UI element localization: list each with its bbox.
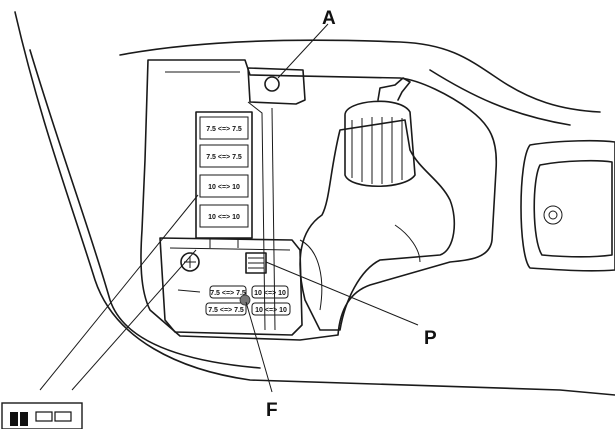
body-contour [14,11,615,396]
fuse-label: 10 <=> 10 [208,214,240,221]
callout-p: P [424,328,437,349]
corner-badge [1,402,83,429]
fuse-cover: 7.5 <=> 7.5 10 <=> 10 7.5 <=> 7.5 10 <=>… [159,237,303,336]
fuse-label: 7.5 <=> 7.5 [208,307,244,314]
fuse-label: 7.5 <=> 7.5 [206,126,242,133]
fuse-label: 7.5 <=> 7.5 [206,154,242,161]
reservoir [299,77,456,331]
callout-f: F [266,400,278,421]
fuse-label: 10 <=> 10 [255,307,287,314]
compartment [140,59,498,341]
fuse-column: 7.5 <=> 7.5 7.5 <=> 7.5 10 <=> 10 10 <=>… [195,111,253,248]
fuse-label: 10 <=> 10 [254,290,286,297]
fuse-label: 10 <=> 10 [208,184,240,191]
side-panel [520,139,615,272]
fuse-label: 7.5 <=> 7.5 [210,290,246,297]
leader-lines [39,23,419,393]
callout-a: A [322,8,336,29]
